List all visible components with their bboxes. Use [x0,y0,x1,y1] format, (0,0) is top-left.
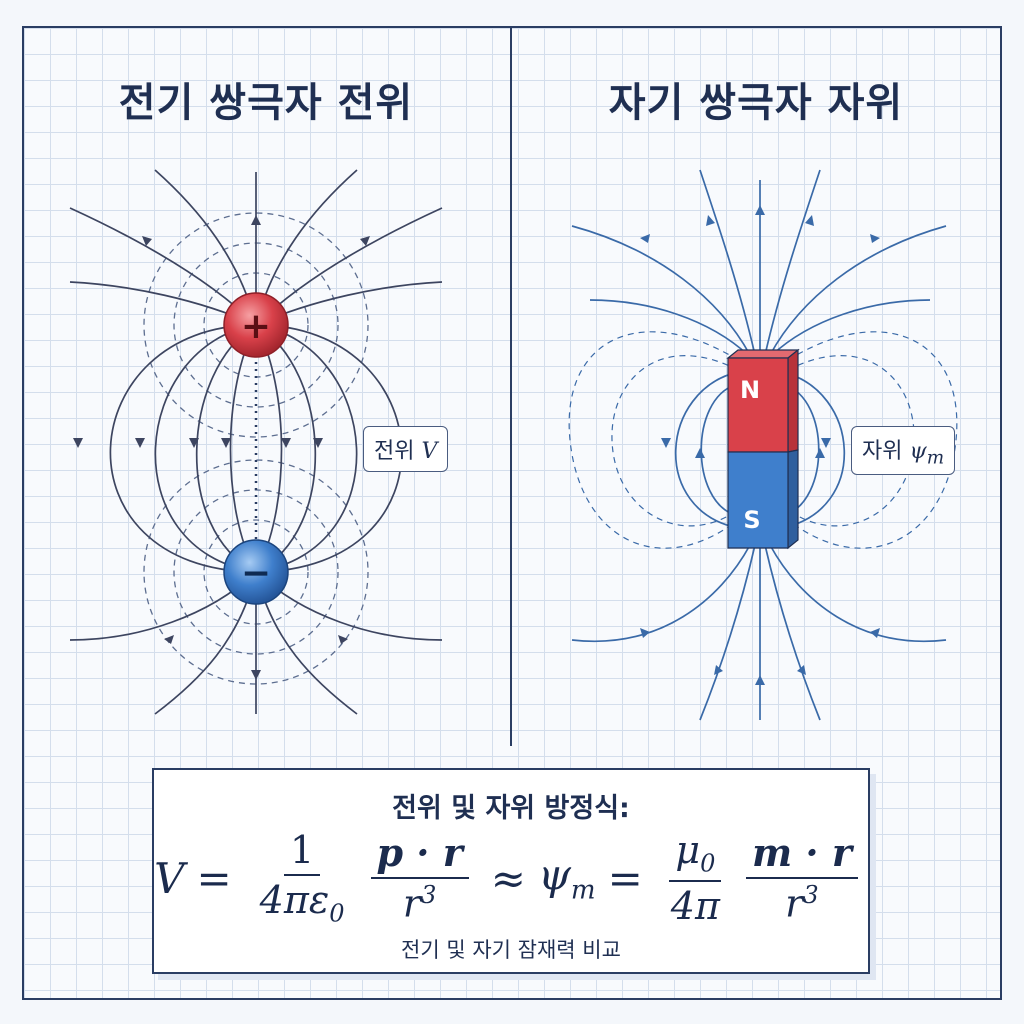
eq-frac4-numerator: m · r [745,830,858,880]
eq-fraction-2: p · r r3 [370,830,469,926]
scalar-potential-symbol: ψ [909,439,927,464]
positive-charge: + [223,292,289,358]
scalar-potential-subscript: m [926,447,945,469]
positive-charge-symbol: + [241,306,271,347]
equation-heading: 전위 및 자위 방정식: [392,793,630,824]
eq-psi-base: ψ [537,850,571,900]
negative-charge: − [223,539,289,605]
eq-frac1-den-sub: 0 [329,899,345,928]
eq-equals-1: = [196,853,232,903]
south-pole-label: S [743,506,760,534]
magnetic-dipole-title: 자기 쌍극자 자위 [608,80,904,126]
eq-frac4-den-base: r [785,881,804,926]
eq-approx: ≈ [490,853,526,903]
eq-frac2-den-base: r [402,881,422,926]
equation-box: 전위 및 자위 방정식: V = 1 4πε0 p · r r3 ≈ ψm = … [152,768,870,974]
eq-fraction-1: 1 4πε0 [254,828,351,928]
eq-frac3-numerator: μ0 [669,828,722,882]
equation-caption: 전기 및 자기 잠재력 비교 [401,938,621,962]
eq-fraction-3: μ0 4π [665,828,726,928]
eq-lhs: V [154,853,185,903]
north-pole-label: N [740,376,760,404]
potential-label: 전위 V [363,426,449,472]
eq-frac3-num-base: μ [675,828,701,873]
eq-frac4-denominator: r3 [779,879,824,926]
eq-psi-sub: m [570,875,596,906]
scalar-potential-label: 자위 ψm [851,426,956,476]
panel-divider [510,26,512,746]
eq-fraction-4: m · r r3 [745,830,858,926]
eq-frac2-numerator: p · r [370,830,469,880]
potential-symbol: V [421,439,438,464]
bar-magnet: N S [726,348,800,550]
scalar-potential-label-text: 자위 [862,439,903,464]
magnetic-field-arrows [640,205,880,685]
eq-frac2-denominator: r3 [397,879,442,926]
eq-frac3-denominator: 4π [670,883,720,928]
potential-label-text: 전위 [374,439,415,464]
eq-frac1-den-base: 4πε [259,878,330,923]
eq-frac4-den-sup: 3 [803,881,819,910]
eq-frac2-den-sup: 3 [421,881,437,910]
eq-equals-2: = [607,853,643,903]
negative-charge-symbol: − [241,553,271,594]
eq-psi: ψm [538,850,596,905]
electric-dipole-title: 전기 쌍극자 전위 [118,80,414,126]
eq-frac1-denominator: 4πε0 [254,876,351,928]
potential-equation: V = 1 4πε0 p · r r3 ≈ ψm = μ0 4π m · r r… [154,824,868,932]
eq-frac3-num-sub: 0 [700,849,716,878]
eq-frac1-numerator: 1 [283,828,321,877]
